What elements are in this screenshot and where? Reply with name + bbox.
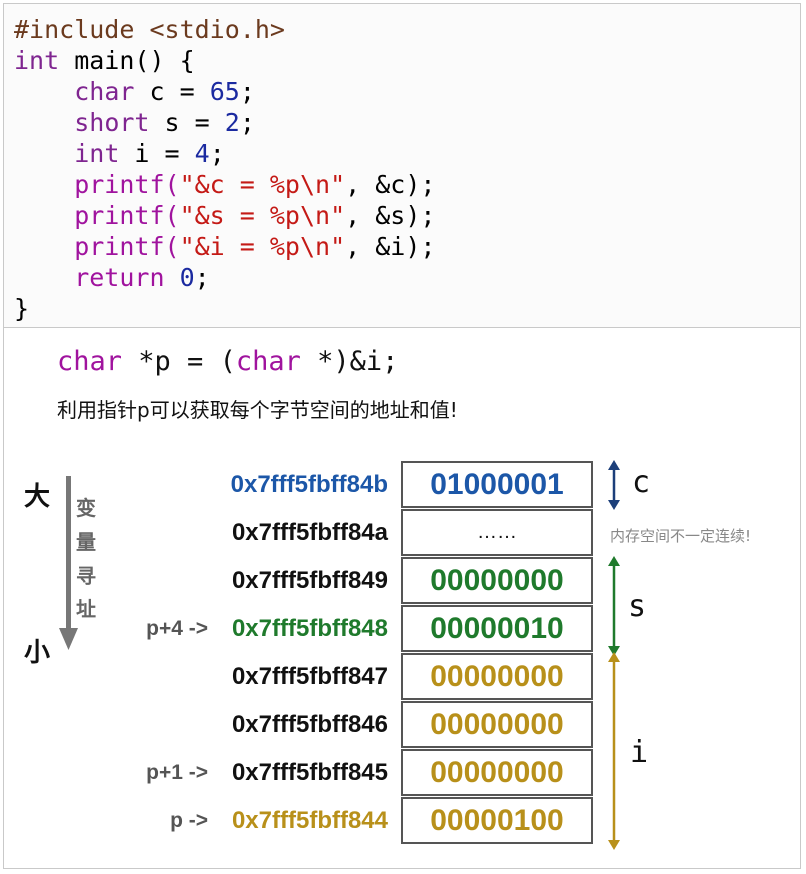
axis-bottom-label: 小: [24, 638, 51, 668]
var-label-i: i: [630, 735, 649, 770]
code-token: [14, 139, 74, 168]
code-token: [14, 77, 74, 106]
code-token: "&s = %p\n": [179, 201, 346, 230]
code-token: ;: [239, 77, 255, 106]
code-line: short s = 2;: [14, 107, 435, 138]
code-token: int: [14, 46, 60, 75]
cast-keyword-char-2: char: [235, 346, 301, 377]
memory-cell: 00000000: [401, 653, 593, 700]
memory-address: 0x7fff5fbff846: [231, 711, 388, 738]
axis-top-label: 大: [24, 482, 51, 512]
code-line: }: [14, 293, 435, 324]
var-label-c: c: [632, 465, 651, 500]
pointer-cast-line: char *p = (char *)&i;: [57, 346, 398, 377]
var-label-s: s: [628, 589, 647, 624]
axis-char-1: 变: [76, 496, 96, 520]
c-bracket-icon: [608, 460, 620, 510]
code-token: ;: [239, 108, 255, 137]
code-token: c =: [134, 77, 210, 106]
memory-address: 0x7fff5fbff848: [231, 615, 388, 642]
memory-cell: 00000000: [401, 749, 593, 796]
memory-cell: 00000000: [401, 557, 593, 604]
code-line: return 0;: [14, 262, 435, 293]
side-note: 内存空间不一定连续!: [610, 527, 752, 545]
code-token: 65: [209, 77, 240, 106]
code-line: printf("&s = %p\n", &s);: [14, 200, 435, 231]
code-token: printf(: [14, 201, 180, 230]
code-token: , &s);: [345, 201, 436, 230]
pointer-label: p+4 ->: [146, 617, 208, 640]
code-token: int: [74, 139, 120, 168]
cast-mid: *p = (: [122, 346, 236, 377]
memory-cell: 00000010: [401, 605, 593, 652]
code-line: int i = 4;: [14, 138, 435, 169]
code-line: printf("&i = %p\n", &i);: [14, 231, 435, 262]
code-token: short: [74, 108, 150, 137]
code-token: , &c);: [345, 170, 436, 199]
axis-char-4: 址: [76, 597, 96, 621]
memory-address: 0x7fff5fbff845: [231, 759, 388, 786]
memory-cell: 00000100: [401, 797, 593, 844]
variable-brackets: [608, 460, 620, 850]
memory-cell: 01000001: [401, 461, 593, 508]
cast-keyword-char-1: char: [57, 346, 123, 377]
cast-end: *)&i;: [300, 346, 399, 377]
code-token: 0: [179, 263, 195, 292]
code-token: 4: [194, 139, 210, 168]
i-bracket-icon: [608, 652, 620, 850]
axis-char-2: 量: [76, 530, 96, 554]
code-token: printf(: [14, 232, 180, 261]
memory-address: 0x7fff5fbff847: [231, 663, 388, 690]
code-token: char: [74, 77, 135, 106]
code-line: int main() {: [14, 45, 435, 76]
code-token: "&c = %p\n": [179, 170, 346, 199]
pointer-note: 利用指针p可以获取每个字节空间的地址和值!: [57, 398, 458, 422]
code-line: printf("&c = %p\n", &c);: [14, 169, 435, 200]
code-token: }: [14, 294, 30, 323]
memory-cell: ……: [401, 509, 593, 556]
code-token: [14, 108, 74, 137]
code-token: , &i);: [345, 232, 436, 261]
code-token: 2: [224, 108, 240, 137]
address-direction-arrow-icon: [59, 476, 78, 650]
memory-address: 0x7fff5fbff84a: [231, 519, 388, 546]
code-token: main() {: [59, 46, 195, 75]
memory-address: 0x7fff5fbff849: [231, 567, 388, 594]
code-token: ;: [194, 263, 210, 292]
memory-cell: 00000000: [401, 701, 593, 748]
code-token: ;: [209, 139, 225, 168]
code-token: return: [14, 263, 180, 292]
pointer-label: p ->: [170, 809, 208, 832]
code-token: "&i = %p\n": [179, 232, 346, 261]
code-token: i =: [119, 139, 195, 168]
code-block: #include <stdio.h>int main() { char c = …: [14, 14, 435, 324]
pointer-label: p+1 ->: [146, 761, 208, 784]
code-line: #include <stdio.h>: [14, 14, 435, 45]
memory-address: 0x7fff5fbff84b: [230, 471, 388, 498]
code-panel: #include <stdio.h>int main() { char c = …: [3, 3, 801, 328]
axis-char-3: 寻: [76, 564, 96, 588]
code-line: char c = 65;: [14, 76, 435, 107]
code-token: printf(: [14, 170, 180, 199]
code-token: s =: [149, 108, 225, 137]
memory-address: 0x7fff5fbff844: [231, 807, 388, 834]
code-token: #include <stdio.h>: [14, 15, 285, 44]
s-bracket-icon: [608, 556, 620, 656]
